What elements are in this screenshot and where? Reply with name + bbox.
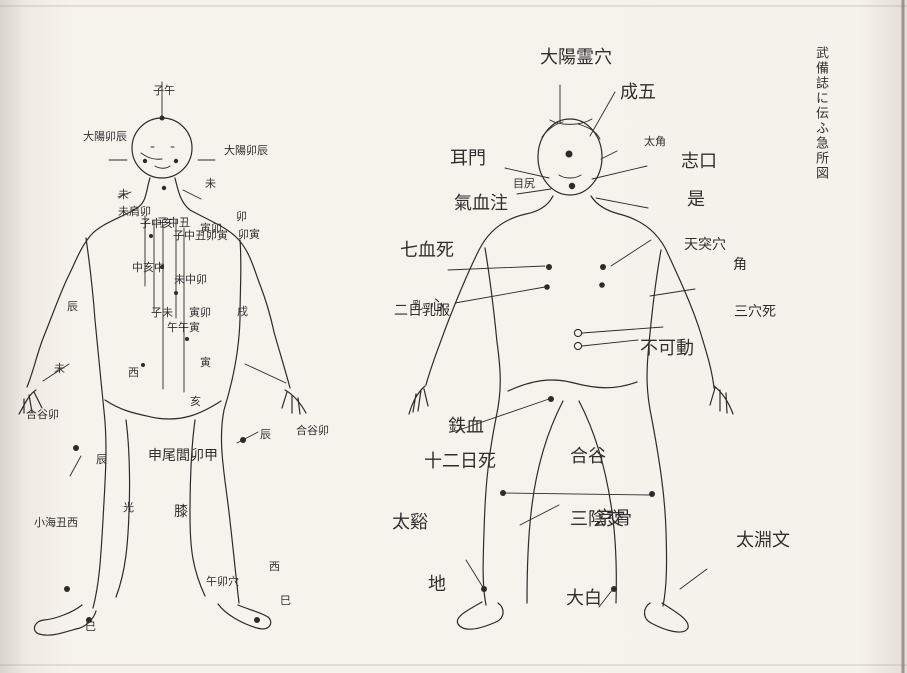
left-label: 卯寅: [238, 227, 260, 241]
right-label: 地: [428, 574, 446, 595]
left-label: 未: [205, 177, 216, 190]
left-label: 申尾閭卯甲: [148, 448, 218, 464]
right-label: 大陽霊穴: [540, 47, 612, 68]
left-label: 光: [123, 500, 134, 514]
left-label: 中亥中: [132, 260, 165, 274]
left-label: 合谷卯: [296, 423, 329, 437]
left-label: 大陽卯辰: [224, 143, 268, 157]
left-label: 大陽卯辰: [83, 129, 127, 143]
right-label: 三穴死: [734, 304, 776, 320]
left-label: 辰: [260, 428, 271, 441]
left-label: 寅: [200, 355, 211, 369]
left-label: 西: [128, 366, 139, 379]
right-label: 目尻: [513, 177, 535, 190]
left-point-markers: [64, 116, 260, 624]
right-label: 成五: [620, 82, 656, 103]
right-label: 心: [430, 298, 444, 314]
right-label: 志口: [681, 151, 717, 172]
left-body-figure: 子午 大陽卯辰 大陽卯辰 未 未 卯 卯寅 未肩卯 子中亥 子中丑 子中丑卯寅 …: [19, 82, 329, 635]
right-label: 太淵文: [736, 530, 790, 551]
left-label: 午午寅: [167, 320, 200, 334]
right-label: 太角: [644, 135, 666, 148]
left-label: 未中卯: [174, 273, 207, 286]
right-label: 合谷: [570, 446, 606, 467]
left-label: 子未: [151, 306, 173, 319]
right-label: 大白: [566, 588, 602, 609]
right-label: 太谿: [392, 512, 428, 533]
right-label: 天突穴: [684, 237, 726, 253]
left-label: 寅卯: [189, 305, 211, 319]
left-label: 西: [269, 560, 280, 573]
left-label: 巳: [85, 620, 96, 633]
right-label: 氣血注: [454, 193, 508, 214]
left-label: 膝: [174, 504, 188, 520]
right-label: 鉄血: [448, 416, 484, 437]
left-label: 子午: [153, 84, 175, 97]
left-label: 子中丑: [157, 216, 190, 229]
left-label: 午卯穴: [206, 574, 239, 588]
right-label: 耳門: [450, 148, 486, 169]
left-label: 未: [54, 362, 65, 375]
left-label: 合谷卯: [26, 407, 59, 421]
right-label: 七血死: [400, 240, 454, 261]
page-title: 武備誌に伝ふ急所図: [812, 46, 834, 181]
right-body-figure: 大陽霊穴 成五 太角 耳門 目尻 氣血注 志口 是 天突穴 七血死 乳 角 三穴…: [392, 47, 790, 632]
right-label: 角: [733, 257, 747, 273]
right-label: 不可動: [640, 338, 694, 359]
left-label: 戌: [237, 305, 248, 318]
right-label: 是: [687, 189, 705, 210]
right-label: 京骨: [596, 508, 632, 529]
left-label: 辰: [96, 453, 107, 466]
left-label: 小海丑西: [34, 515, 78, 529]
left-label: 亥: [190, 394, 201, 408]
left-label: 寅卯: [200, 221, 222, 235]
left-label: 未肩卯: [118, 204, 151, 218]
left-label: 辰: [67, 300, 78, 313]
right-label: 十二日死: [424, 451, 496, 472]
left-label: 未: [118, 188, 129, 201]
left-label: 卯: [236, 210, 247, 223]
left-label: 巳: [280, 594, 291, 607]
